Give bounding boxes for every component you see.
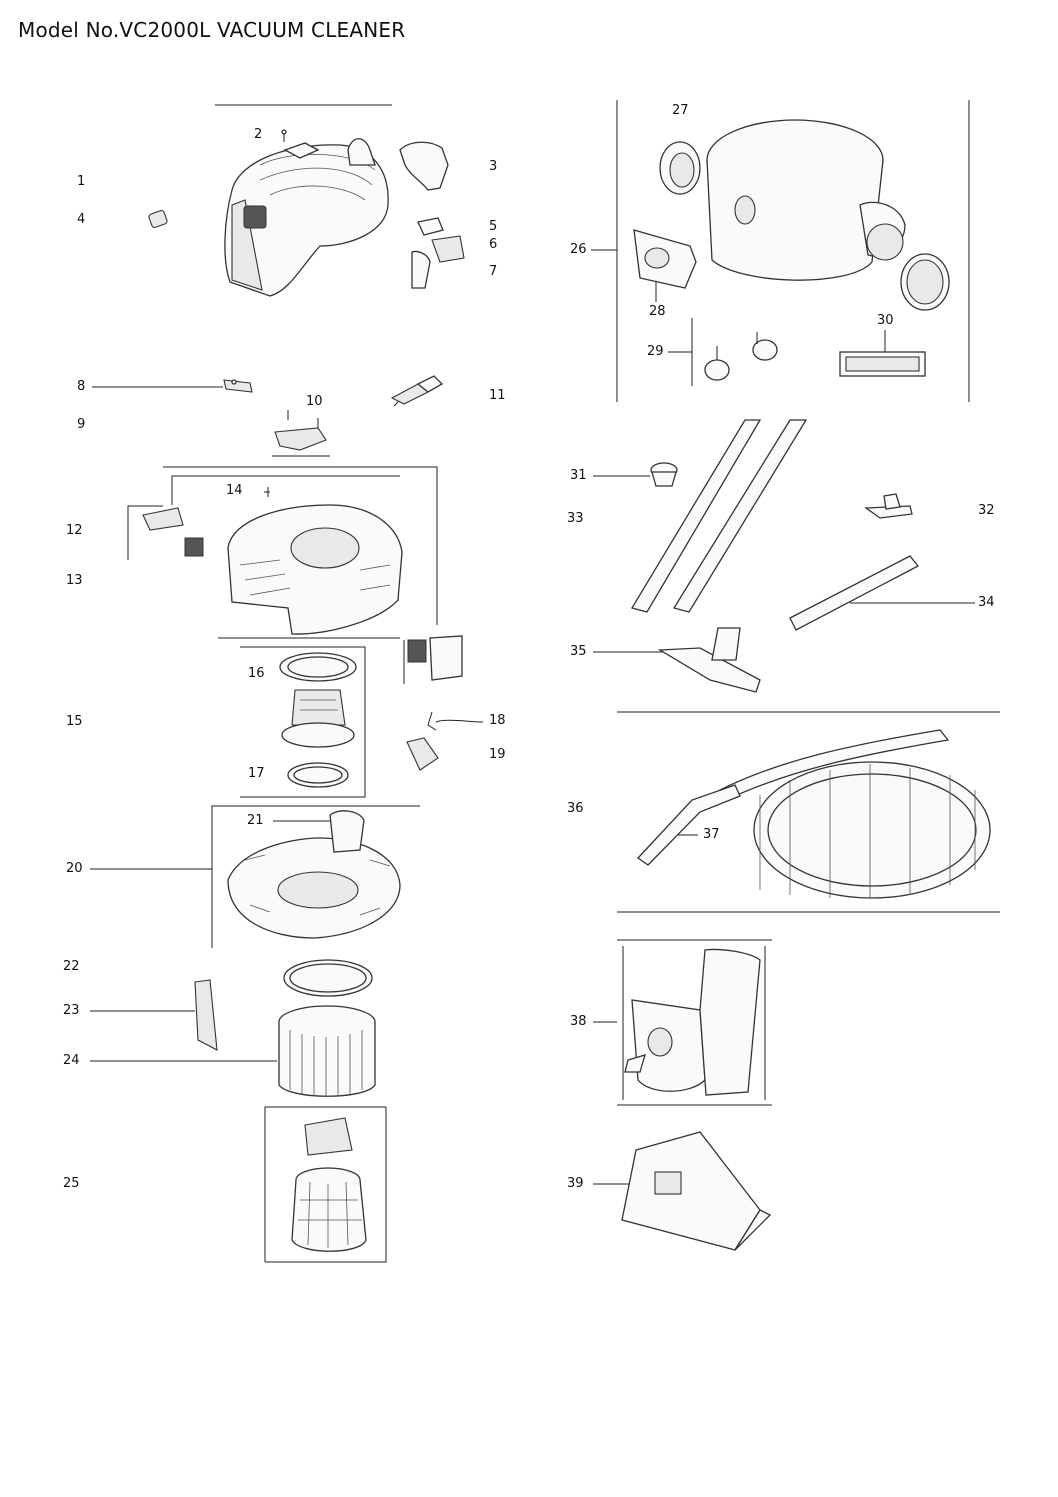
part-5-6-7-switch: [411, 217, 465, 289]
callout-22: 22: [63, 959, 80, 974]
part-20-21-lower-housing: [227, 810, 401, 939]
callout-33: 33: [567, 511, 584, 526]
part-14-housing: [227, 487, 403, 635]
callout-23: 23: [63, 1003, 80, 1018]
part-37-bent-pipe: [637, 784, 741, 866]
callout-11: 11: [489, 388, 506, 403]
part-26-tank: [706, 119, 906, 281]
part-32-crevice-nozzle: [864, 493, 913, 519]
part-31-hose-cuff: [650, 462, 678, 487]
callout-7: 7: [489, 264, 498, 279]
part-9-10-clamp: [274, 410, 327, 451]
part-22-gasket: [283, 959, 373, 997]
part-27-wheel-cover: [659, 141, 701, 195]
callout-18: 18: [489, 713, 506, 728]
part-38-dust-bag: [624, 948, 761, 1096]
callout-35: 35: [570, 644, 587, 659]
callout-31: 31: [570, 468, 587, 483]
callout-14: 14: [226, 483, 243, 498]
part-11-cord-plug: [390, 375, 444, 407]
callout-13: 13: [66, 573, 83, 588]
part-18-19-switch: [406, 635, 463, 771]
part-34-straight-tube: [789, 555, 919, 631]
callout-6: 6: [489, 237, 498, 252]
callout-34: 34: [978, 595, 995, 610]
part-35-floor-nozzle: [657, 627, 761, 693]
callout-25: 25: [63, 1176, 80, 1191]
part-30-label: [839, 351, 926, 377]
part-3-cover: [399, 141, 449, 191]
callout-19: 19: [489, 747, 506, 762]
callout-26: 26: [570, 242, 587, 257]
callout-16: 16: [248, 666, 265, 681]
part-15-motor: [279, 652, 357, 788]
callout-5: 5: [489, 219, 498, 234]
part-23-filter-frame: [194, 979, 218, 1051]
callout-17: 17: [248, 766, 265, 781]
part-8-brush: [223, 379, 253, 393]
callout-2: 2: [254, 127, 263, 142]
page-title: Model No.VC2000L VACUUM CLEANER: [18, 18, 406, 42]
callout-29: 29: [647, 344, 664, 359]
callout-1: 1: [77, 174, 86, 189]
callout-27: 27: [672, 103, 689, 118]
leader-lines: [90, 249, 975, 1185]
callout-36: 36: [567, 801, 584, 816]
part-29-casters: [704, 332, 778, 381]
part-25-float-cage: [291, 1117, 367, 1252]
callout-39: 39: [567, 1176, 584, 1191]
callout-30: 30: [877, 313, 894, 328]
callout-24: 24: [63, 1053, 80, 1068]
callout-21: 21: [247, 813, 264, 828]
callout-28: 28: [649, 304, 666, 319]
part-12-13-switch-plates: [142, 507, 204, 557]
part-36-hose: [719, 729, 991, 899]
callout-3: 3: [489, 159, 498, 174]
part-2-screw: [281, 129, 287, 142]
callout-10: 10: [306, 394, 323, 409]
callout-38: 38: [570, 1014, 587, 1029]
part-4-knob: [148, 209, 168, 229]
part-1-top-cover: [224, 138, 389, 297]
part-33-extension-tubes: [630, 419, 808, 613]
part-39-paper-bag: [621, 1131, 772, 1251]
callout-4: 4: [77, 212, 86, 227]
callout-32: 32: [978, 503, 995, 518]
bracket-lines: [127, 100, 1000, 1263]
callout-20: 20: [66, 861, 83, 876]
callout-8: 8: [77, 379, 86, 394]
callout-15: 15: [66, 714, 83, 729]
part-wheel-right: [900, 253, 950, 311]
callout-12: 12: [66, 523, 83, 538]
part-24-cartridge-filter: [278, 1005, 376, 1097]
callout-9: 9: [77, 417, 86, 432]
part-28-inlet: [633, 229, 697, 289]
callout-37: 37: [703, 827, 720, 842]
